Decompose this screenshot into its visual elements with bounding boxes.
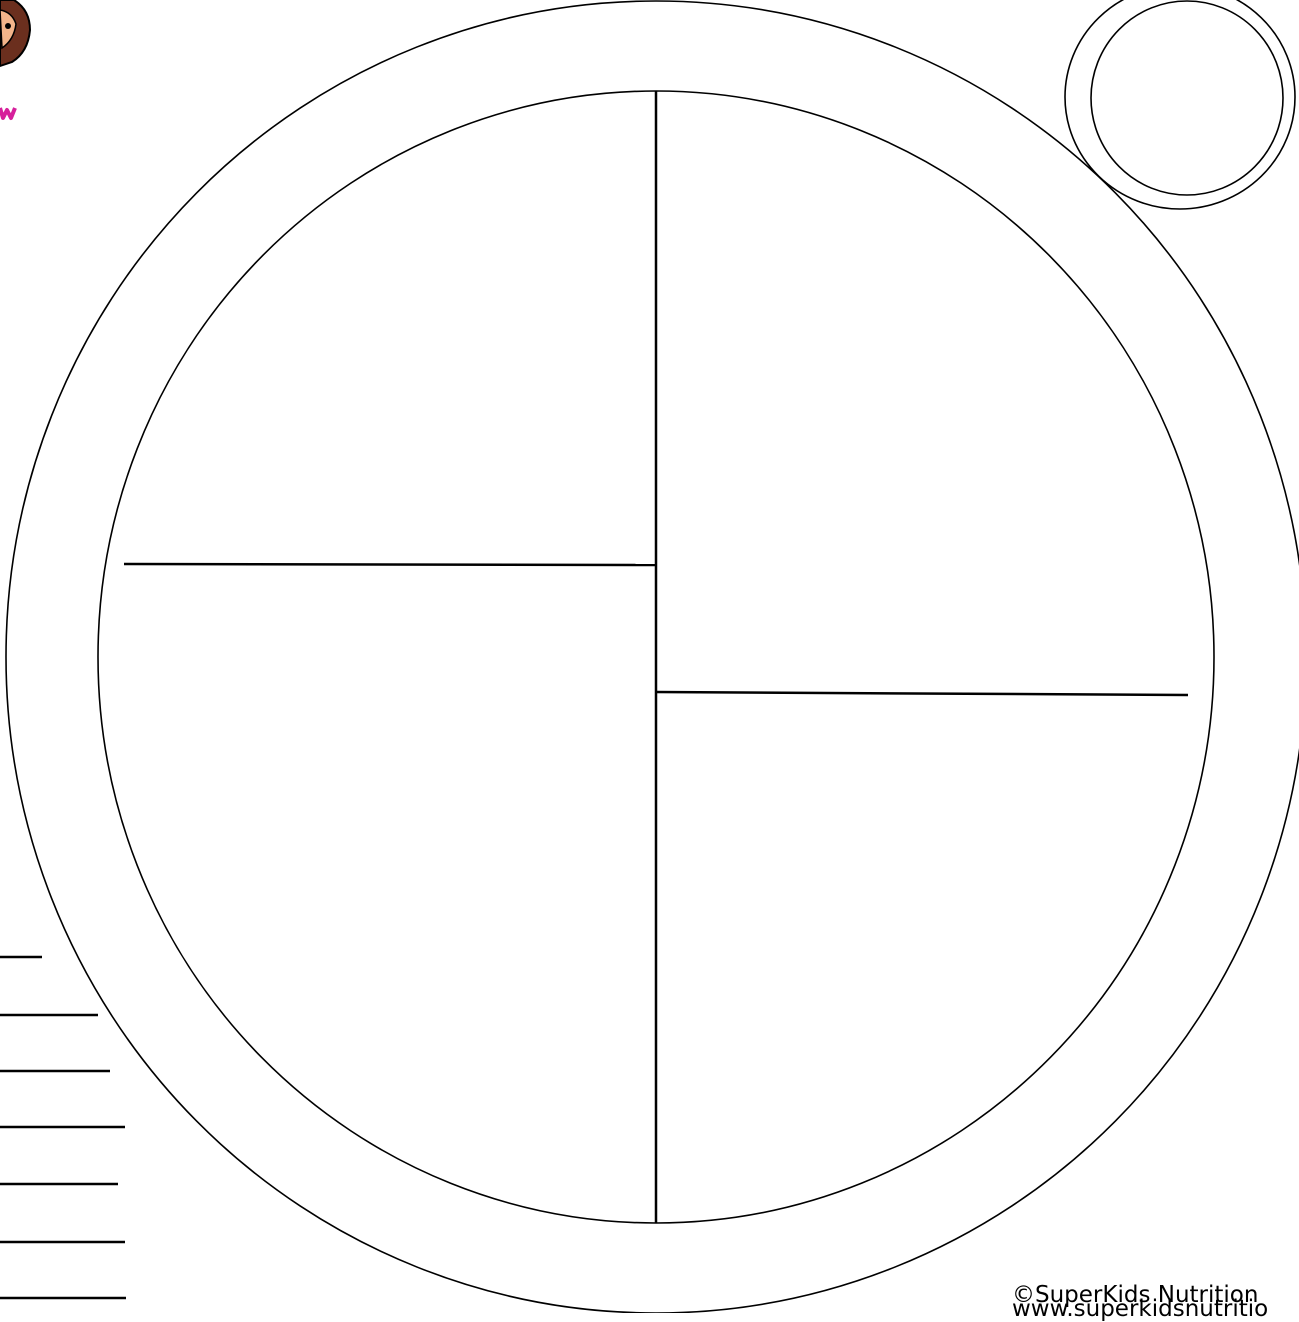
plate-divider-right — [656, 692, 1188, 695]
superkids-mascot-logo-icon — [0, 0, 30, 118]
logo-letter-fragment — [0, 108, 15, 118]
cup-circle-icon — [1065, 0, 1295, 209]
plate-divider-left — [124, 564, 656, 565]
plate-outer-rim — [6, 1, 1299, 1313]
cup-inner-circle — [1091, 1, 1283, 195]
cup-outer-circle — [1065, 0, 1295, 209]
website-link[interactable]: www.superkidsnutritio — [1012, 1298, 1268, 1321]
